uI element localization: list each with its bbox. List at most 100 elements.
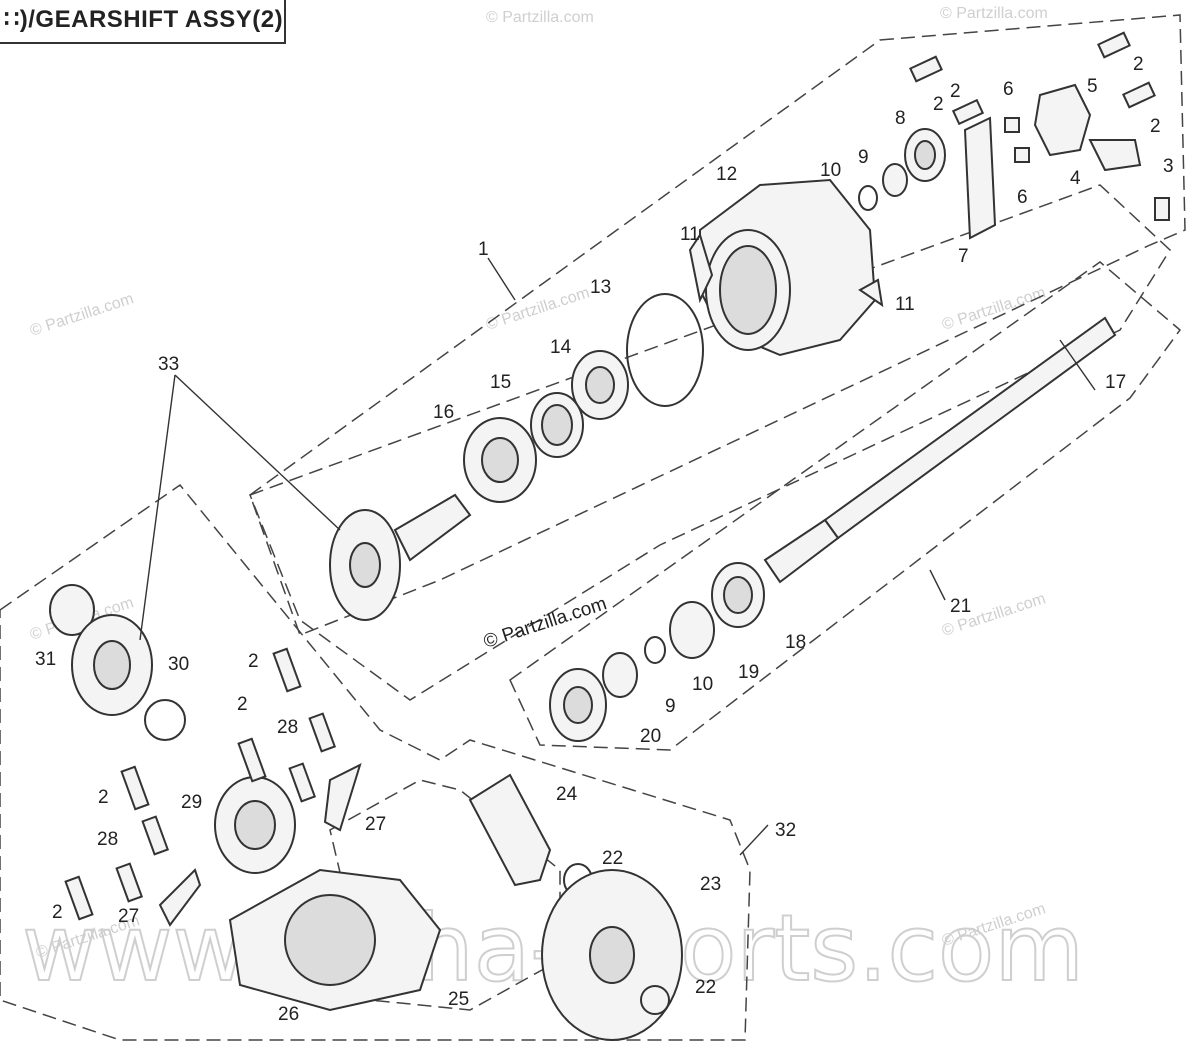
bolt-6-b	[1014, 147, 1030, 163]
callout-13: 13	[590, 277, 611, 298]
assembly-33-boundary	[0, 483, 751, 1041]
lever-27-top	[323, 763, 362, 832]
bolt-2-lower-a	[272, 647, 302, 693]
bolt-2-c	[909, 55, 943, 83]
callout-16: 16	[433, 402, 454, 423]
center-watermark: © Partzilla.com	[481, 593, 609, 653]
bolt-2-lower-c	[120, 765, 150, 811]
bearing-16-inner	[481, 437, 519, 483]
housing-bore-inner	[719, 245, 777, 335]
bevel-pinion-hub	[349, 542, 381, 588]
nut-31	[49, 584, 95, 636]
callout-22: 22	[695, 977, 716, 998]
bolt-6-a	[1004, 117, 1020, 133]
callout-21: 21	[950, 596, 971, 617]
callout-27: 27	[365, 814, 386, 835]
bolt-28-c	[141, 815, 170, 856]
leader-33-b	[174, 374, 341, 531]
callout-26: 26	[278, 1004, 299, 1025]
callout-3: 3	[1163, 156, 1174, 177]
diagram-title: ∷)/GEARSHIFT ASSY(2)	[0, 0, 286, 44]
clip-11-left	[688, 232, 714, 304]
ring-19	[669, 601, 715, 659]
callout-11: 11	[895, 294, 915, 315]
callout-29: 29	[181, 792, 202, 813]
washer-9	[602, 652, 638, 698]
assembly-21-boundary	[249, 184, 1171, 701]
bolt-28-d	[115, 862, 144, 903]
callout-6: 6	[1003, 79, 1014, 100]
bolt-2-a	[1097, 31, 1131, 59]
ring-10-top	[858, 185, 878, 211]
callout-2: 2	[52, 902, 63, 923]
leader-lines	[139, 257, 1096, 856]
gear-23-hub	[589, 926, 635, 984]
leader-32	[739, 824, 769, 856]
lever-27-bottom	[158, 868, 202, 927]
callout-30: 30	[168, 654, 189, 675]
watermark-text: © Partzilla.com	[940, 284, 1048, 333]
bearing-29-inner	[234, 800, 276, 850]
callout-28: 28	[277, 717, 298, 738]
callout-10: 10	[692, 674, 713, 695]
clip-11-right	[858, 278, 884, 308]
ring-10	[644, 636, 666, 664]
callout-2: 2	[248, 651, 259, 672]
callout-22: 22	[602, 848, 623, 869]
callout-2: 2	[933, 94, 944, 115]
callout-17: 17	[1105, 372, 1126, 393]
callout-9: 9	[665, 696, 676, 717]
bolt-28-b	[288, 762, 317, 803]
bolt-2-lower-b	[237, 737, 267, 783]
washer-30	[144, 699, 186, 741]
callout-8: 8	[895, 108, 906, 129]
callout-11: 11	[680, 224, 700, 245]
lower-gear-group	[49, 584, 683, 1041]
shaft-24	[468, 773, 552, 887]
callout-15: 15	[490, 372, 511, 393]
bracket-5	[1033, 83, 1092, 157]
ring-15-inner	[541, 404, 573, 446]
leader-21	[929, 569, 946, 601]
callout-2: 2	[1150, 116, 1161, 137]
watermark-text: © Partzilla.com	[940, 5, 1048, 22]
leader-33-a	[139, 374, 176, 641]
shaft-17-boundary	[509, 261, 1182, 751]
callout-2: 2	[950, 81, 961, 102]
shift-arm-4	[1088, 139, 1142, 172]
seal-8-inner	[914, 140, 936, 170]
gearshift-housing	[329, 31, 1170, 621]
shaft-17	[823, 316, 1117, 540]
bearing-14-inner	[585, 366, 615, 404]
callout-2: 2	[1133, 54, 1144, 75]
callout-7: 7	[958, 246, 969, 267]
callout-9: 9	[858, 147, 869, 168]
callout-18: 18	[785, 632, 806, 653]
leader-17	[1059, 339, 1096, 391]
o-ring-13	[626, 293, 704, 407]
watermark-text: © Partzilla.com	[486, 9, 594, 26]
callout-10: 10	[820, 160, 841, 181]
assembly-1-boundary	[249, 14, 1186, 636]
callout-2: 2	[98, 787, 109, 808]
leader-1	[487, 257, 516, 301]
bevel-gear-hub	[93, 640, 131, 690]
callout-23: 23	[700, 874, 721, 895]
bolt-2-d	[951, 98, 985, 126]
bolt-2-b	[1122, 81, 1156, 109]
callout-20: 20	[640, 726, 661, 747]
bearing-20-inner	[563, 686, 593, 724]
callout-5: 5	[1087, 76, 1098, 97]
watermark-text: © Partzilla.com	[28, 290, 136, 339]
watermark-text: © Partzilla.com	[484, 284, 592, 333]
callout-25: 25	[448, 989, 469, 1010]
cover-bore	[284, 894, 376, 986]
callout-31: 31	[35, 649, 56, 670]
output-shaft-group	[549, 316, 1117, 742]
callout-24: 24	[556, 784, 578, 805]
bolt-28-a	[308, 712, 337, 753]
washer-9-top	[882, 163, 908, 197]
callout-14: 14	[550, 337, 572, 358]
plate-7	[963, 116, 997, 240]
